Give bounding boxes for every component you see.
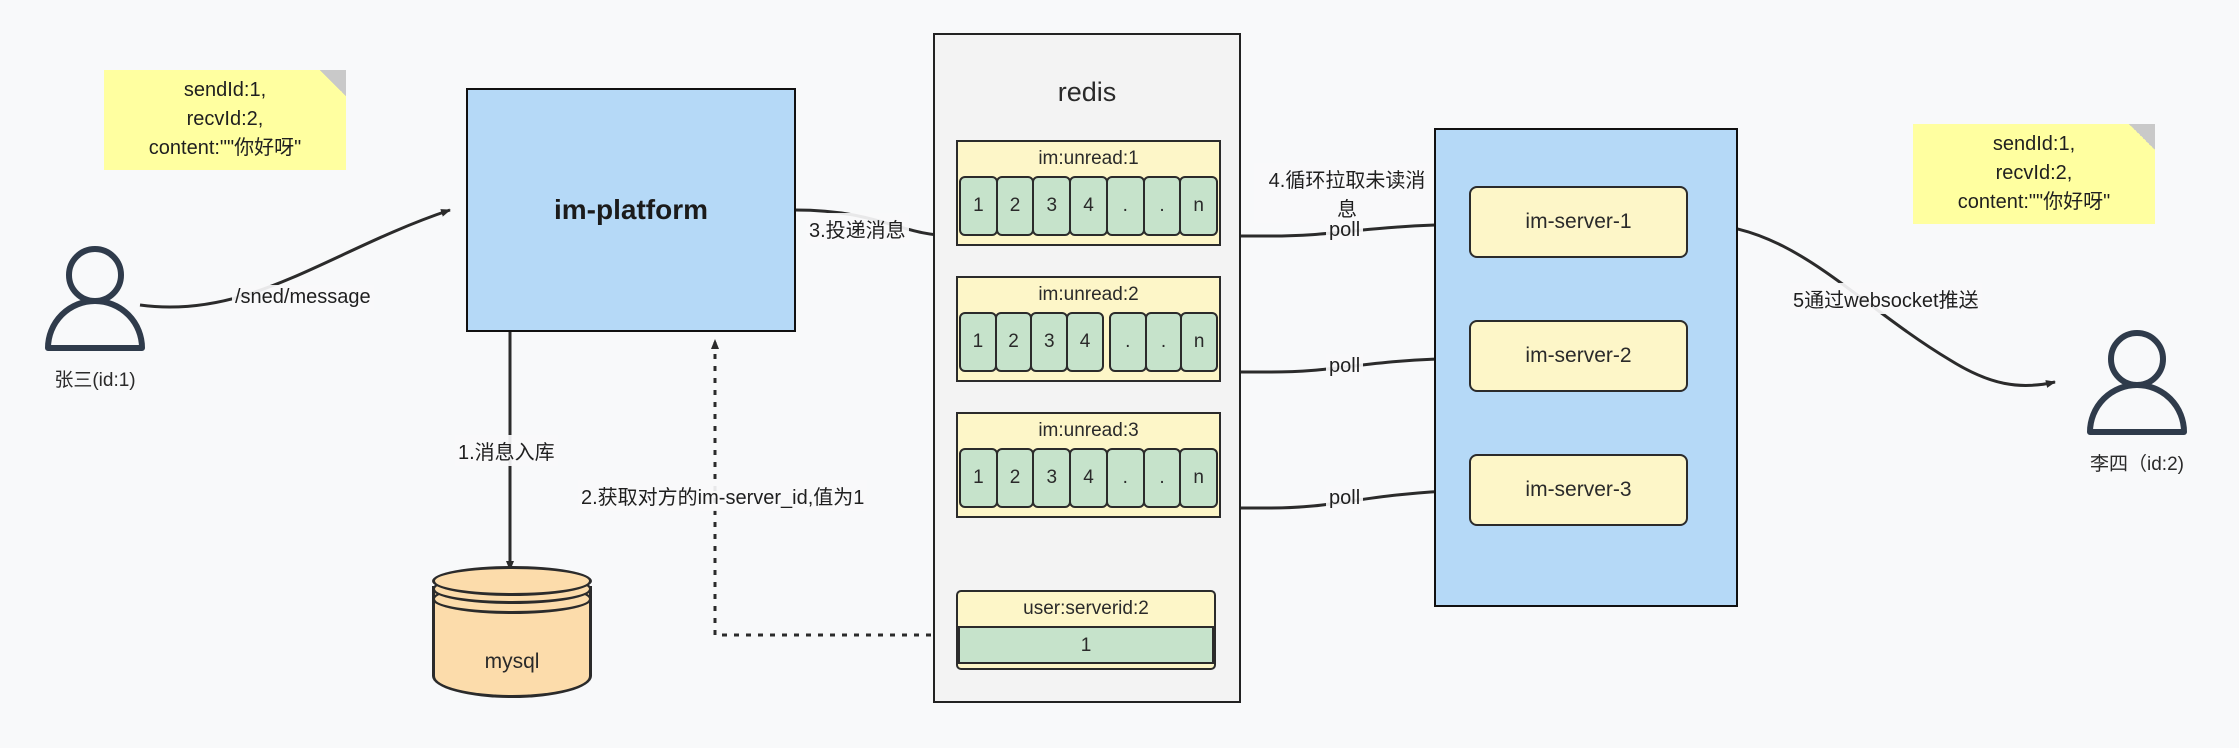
im-server-1-label: im-server-1	[1525, 210, 1632, 233]
edge-label-poll-3: poll	[1326, 486, 1364, 511]
list-cell: .	[1142, 448, 1182, 508]
edge-label-step1: 1.消息入库	[455, 435, 558, 466]
list-cell: .	[1108, 312, 1147, 372]
redis-list-2-cells: 1 2 3 4 . . n	[958, 312, 1219, 374]
list-cell: 1	[959, 176, 998, 236]
user-icon	[45, 246, 145, 351]
redis-list-3-cells: 1 2 3 4 . . n	[958, 448, 1219, 510]
list-cell: 1	[959, 312, 997, 372]
redis-list-im-unread-2[interactable]: im:unread:2 1 2 3 4 . . n	[956, 276, 1221, 382]
list-cell: .	[1144, 312, 1183, 372]
edge-label-send-message: /sned/message	[232, 285, 374, 310]
list-cell: 3	[1032, 448, 1072, 508]
redis-kv-value: 1	[958, 626, 1214, 664]
list-cell: n	[1179, 176, 1219, 236]
user-icon	[2087, 330, 2187, 435]
edge-label-poll-2: poll	[1326, 354, 1364, 379]
mysql-datastore[interactable]: mysql	[432, 566, 592, 712]
list-cell: 4	[1069, 448, 1108, 508]
im-server-2-label: im-server-2	[1525, 344, 1632, 367]
list-cell: 4	[1069, 176, 1108, 236]
im-server-3-label: im-server-3	[1525, 478, 1632, 501]
redis-list-2-key: im:unread:2	[1038, 284, 1139, 305]
cylinder-top-3	[432, 566, 592, 596]
im-server-2-node[interactable]: im-server-2	[1469, 320, 1688, 392]
redis-title: redis	[1057, 77, 1117, 107]
edge-label-step4: 4.循环拉取未读消 息	[1254, 163, 1440, 223]
list-cell: .	[1142, 176, 1182, 236]
note-sender-payload: sendId:1, recvId:2, content:""你好呀"	[104, 70, 346, 170]
redis-list-im-unread-3[interactable]: im:unread:3 1 2 3 4 . . n	[956, 412, 1221, 518]
list-cell: .	[1105, 176, 1145, 236]
redis-kv-key: user:serverid:2	[1023, 598, 1149, 619]
actor-sender: 张三(id:1)	[30, 240, 160, 400]
edge-label-poll-1: poll	[1326, 218, 1364, 243]
note-fold-icon	[2129, 124, 2155, 150]
list-cell: n	[1179, 448, 1219, 508]
im-platform-label: im-platform	[554, 194, 708, 225]
list-cell: n	[1180, 312, 1219, 372]
im-server-1-node[interactable]: im-server-1	[1469, 186, 1688, 258]
edge-label-step3: 3.投递消息	[806, 213, 909, 244]
actor-sender-label: 张三(id:1)	[54, 370, 136, 391]
redis-kv-user-serverid[interactable]: user:serverid:2 1	[956, 590, 1216, 670]
note-receiver-text: sendId:1, recvId:2, content:""你好呀"	[1957, 132, 2111, 213]
im-server-3-node[interactable]: im-server-3	[1469, 454, 1688, 526]
edge-label-step5: 5通过websocket推送	[1790, 283, 1982, 314]
list-cell: 2	[995, 448, 1035, 508]
list-cell: 3	[1032, 176, 1072, 236]
im-platform-box[interactable]: im-platform	[466, 88, 796, 332]
list-cell: 2	[995, 176, 1035, 236]
note-sender-text: sendId:1, recvId:2, content:""你好呀"	[148, 78, 302, 159]
redis-list-3-key: im:unread:3	[1038, 420, 1139, 441]
actor-receiver: 李四（id:2)	[2072, 324, 2202, 484]
edge-label-step2: 2.获取对方的im-server_id,值为1	[578, 480, 868, 511]
actor-receiver-label: 李四（id:2)	[2090, 454, 2184, 475]
note-fold-icon	[320, 70, 346, 96]
mysql-label: mysql	[484, 650, 540, 673]
list-cell: 3	[1030, 312, 1069, 372]
list-cell: 4	[1066, 312, 1104, 372]
list-cell: .	[1105, 448, 1145, 508]
redis-list-1-key: im:unread:1	[1038, 148, 1139, 169]
note-receiver-payload: sendId:1, recvId:2, content:""你好呀"	[1913, 124, 2155, 224]
redis-list-1-cells: 1 2 3 4 . . n	[958, 176, 1219, 238]
list-cell: 1	[959, 448, 998, 508]
redis-list-im-unread-1[interactable]: im:unread:1 1 2 3 4 . . n	[956, 140, 1221, 246]
list-cell: 2	[994, 312, 1033, 372]
